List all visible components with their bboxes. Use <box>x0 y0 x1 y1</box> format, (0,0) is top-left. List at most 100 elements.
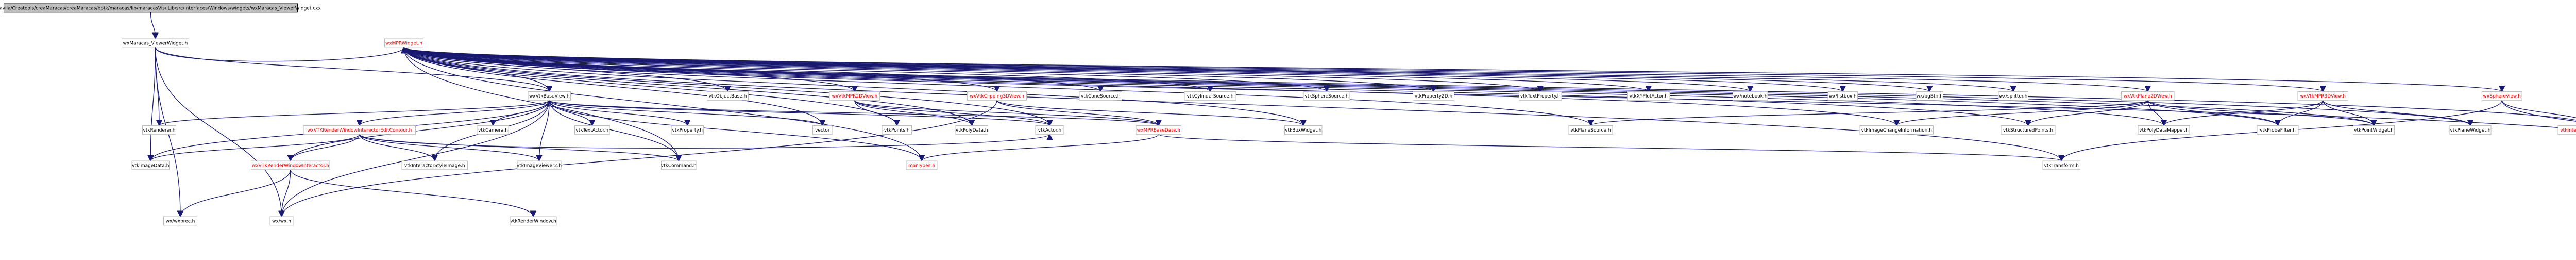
node-vtkcamera[interactable]: vtkCamera.h <box>477 125 509 135</box>
node-wxsphereview[interactable]: wxSphereView.h <box>2482 91 2522 101</box>
node-viewerwidget[interactable]: wxMaracas_ViewerWidget.h <box>122 38 189 48</box>
node-box <box>1519 91 1562 101</box>
edge-wxsphereview-to-vtkabbrfa <box>2501 100 2576 122</box>
node-label: wxMPRWidget.h <box>385 41 422 46</box>
node-label: vtkProperty.h <box>672 128 703 133</box>
node-vtkproperty[interactable]: vtkProperty.h <box>671 125 704 135</box>
node-vtktextproperty[interactable]: vtkTextProperty.h <box>1519 91 1562 101</box>
edge-wxmprwidget-to-wxnotebook <box>403 47 1750 92</box>
node-vtkplanewidget[interactable]: vtkPlaneWidget.h <box>2449 125 2492 135</box>
node-label: wxVtkMPR2DView.h <box>832 94 877 99</box>
edge-wxsphereview-to-vtkinteractorstylesphere <box>2501 100 2576 118</box>
node-martypes[interactable]: marTypes.h <box>906 160 938 170</box>
node-vtkpolydata[interactable]: vtkPolyData.h <box>955 125 988 135</box>
node-vtkstructuredpoints[interactable]: vtkStructuredPoints.h <box>2001 125 2056 135</box>
edge-wxmprwidget-to-vtkconesource <box>403 47 1100 92</box>
node-vtkboxwidget[interactable]: vtkBoxWidget.h <box>1284 125 1323 135</box>
node-vtktransform[interactable]: vtkTransform.h <box>2042 160 2080 170</box>
node-vector[interactable]: vector <box>812 125 833 135</box>
edge-wxvtkrwie-to-vtkimageviewer2 <box>359 134 539 161</box>
edge-wxmprwidget-to-vtkstructuredpoints <box>403 47 2028 126</box>
node-label: vtkConeSource.h <box>1081 94 1121 99</box>
node-wxwxprec[interactable]: wx/wxprec.h <box>163 216 197 226</box>
node-vtkpoints[interactable]: vtkPoints.h <box>882 125 912 135</box>
edge-wxmprwidget-to-vtktextproperty <box>403 47 1540 92</box>
node-vtkpointwidget[interactable]: vtkPointWidget.h <box>2353 125 2395 135</box>
edge-wxvtkbaseview-to-vtkcommand <box>549 100 679 161</box>
node-wxbgbtn[interactable]: wx/bgBtn.h <box>1916 91 1943 101</box>
node-vtkprobefilter[interactable]: vtkProbeFilter.h <box>2257 125 2299 135</box>
node-wxsplitter[interactable]: wx/splitter.h <box>1998 91 2028 101</box>
node-label: wxVtkPlane2DView.h <box>2124 94 2172 99</box>
node-wxvtkbaseview[interactable]: wxVtkBaseView.h <box>528 91 571 101</box>
node-vtkinteractorstyleimage[interactable]: vtkInteractorStyleImage.h <box>401 160 468 170</box>
node-vtkpolydatamapper[interactable]: vtkPolyDataMapper.h <box>2138 125 2190 135</box>
node-wxmprwidget[interactable]: wxMPRWidget.h <box>384 38 423 48</box>
node-vtkcommand[interactable]: vtkCommand.h <box>661 160 697 170</box>
node-wxwx[interactable]: wx/wx.h <box>269 216 294 226</box>
node-label: vtkTextActor.h <box>575 128 608 133</box>
edge-wxvtkbaseview-to-vector <box>549 100 822 126</box>
node-vtkrenderer[interactable]: vtkRenderer.h <box>142 125 176 135</box>
node-box <box>384 38 423 48</box>
node-label: vtkStructuredPoints.h <box>2003 128 2053 133</box>
node-label: wx/splitter.h <box>1999 94 2027 99</box>
node-box <box>1136 125 1181 135</box>
node-wxvtkrenderwindowinteractor[interactable]: wxVTKRenderWindowInteractor.h <box>251 160 330 170</box>
node-wxvtkmpr2dview[interactable]: wxVtkMPR2DView.h <box>829 91 880 101</box>
node-vtkinteractorstylesphere[interactable]: vtkInteractorStyleSphere.h <box>2557 125 2576 135</box>
edge-viewerwidget-to-vtkimagedata <box>150 47 156 161</box>
node-box <box>1079 91 1122 101</box>
node-vtkproperty2d[interactable]: vtkProperty2D.h <box>1413 91 1454 101</box>
node-box <box>477 125 509 135</box>
edge-wxvtkbaseview-to-vtkactor <box>549 100 1049 126</box>
edge-wxvtkplane2dview-to-vtkstructuredpoints <box>2028 100 2148 126</box>
node-vtkimageviewer2[interactable]: vtkImageViewer2.h <box>517 160 562 170</box>
node-wxnotebook[interactable]: wx/notebook.h <box>1733 91 1768 101</box>
node-box <box>2001 125 2056 135</box>
node-vtkplanesource[interactable]: vtkPlaneSource.h <box>1568 125 1613 135</box>
edge-wxvtkmpr3dview-to-vtkpointwidget <box>2323 100 2374 126</box>
edge-wxvtkmpr3dview-to-vtkplanewidget <box>2323 100 2470 126</box>
node-vtkimagechangeinformation[interactable]: vtkImageChangeInformation.h <box>1859 125 1934 135</box>
edge-wxmprwidget-to-vtkpolydatamapper <box>403 47 2164 126</box>
node-box <box>2353 125 2395 135</box>
node-label: wxVTKRenderWindowInteractor.h <box>252 163 329 168</box>
edge-wxvtkplane2dview-to-vtkimagechangeinformation <box>1896 100 2148 126</box>
node-vtktextactor[interactable]: vtkTextActor.h <box>574 125 610 135</box>
node-vtkrenderwindow[interactable]: vtkRenderWindow.h <box>510 216 557 226</box>
node-box <box>574 125 610 135</box>
node-wxvtkmpr3dview[interactable]: wxVtkMPR3DView.h <box>2297 91 2348 101</box>
edge-wxvtkbaseview-to-wxvtkrwie <box>360 100 550 126</box>
node-label: vtkCommand.h <box>661 163 697 168</box>
node-vtkcylindersource[interactable]: vtkCylinderSource.h <box>1184 91 1236 101</box>
node-label: marTypes.h <box>908 163 935 168</box>
edge-wxvtkbaseview-to-vtktextactor <box>549 100 592 126</box>
node-label: wxVTKRenderWindowInteractorEditContour.h <box>307 128 412 133</box>
node-vtkspheresource[interactable]: vtkSphereSource.h <box>1303 91 1350 101</box>
node-vtkxyplotactor[interactable]: vtkXYPlotActor.h <box>1627 91 1670 101</box>
node-wxvtkclipping3dview[interactable]: wxVtkClipping3DView.h <box>967 91 1027 101</box>
edge-wxvtkmpr3dview-to-vtkpolydatamapper <box>2164 100 2324 126</box>
node-root[interactable]: /Users/davila/Creatools/creaMaracas/crea… <box>0 3 321 13</box>
node-vtkobjectbase[interactable]: vtkObjectBase.h <box>707 91 749 101</box>
node-label: vtkProperty2D.h <box>1415 94 1452 99</box>
node-box <box>2042 160 2080 170</box>
edge-root-to-viewerwidget <box>150 12 156 39</box>
node-label: vtkPoints.h <box>884 128 910 133</box>
node-label: wx/listbox.h <box>1829 94 1857 99</box>
node-box <box>303 125 416 135</box>
node-vtkconesource[interactable]: vtkConeSource.h <box>1079 91 1122 101</box>
edge-wxmprwidget-to-vtkinteractorstylesphere <box>403 47 2576 121</box>
node-label: wx/bgBtn.h <box>1917 94 1943 99</box>
node-wxmprbasedata[interactable]: wxMPRBaseData.h <box>1136 125 1181 135</box>
node-vtkimagedata[interactable]: vtkImageData.h <box>131 160 170 170</box>
edge-wxmprwidget-to-wxvtkmpr3dview <box>403 47 2323 92</box>
node-wxvtkrwie[interactable]: wxVTKRenderWindowInteractorEditContour.h <box>303 125 416 135</box>
node-label: vtkObjectBase.h <box>709 94 747 99</box>
node-vtkactor[interactable]: vtkActor.h <box>1035 125 1064 135</box>
node-label: vtkPolyData.h <box>956 128 988 133</box>
node-label: wxVtkMPR3DView.h <box>2300 94 2346 99</box>
node-wxlistbox[interactable]: wx/listbox.h <box>1827 91 1858 101</box>
node-wxvtkplane2dview[interactable]: wxVtkPlane2DView.h <box>2121 91 2175 101</box>
